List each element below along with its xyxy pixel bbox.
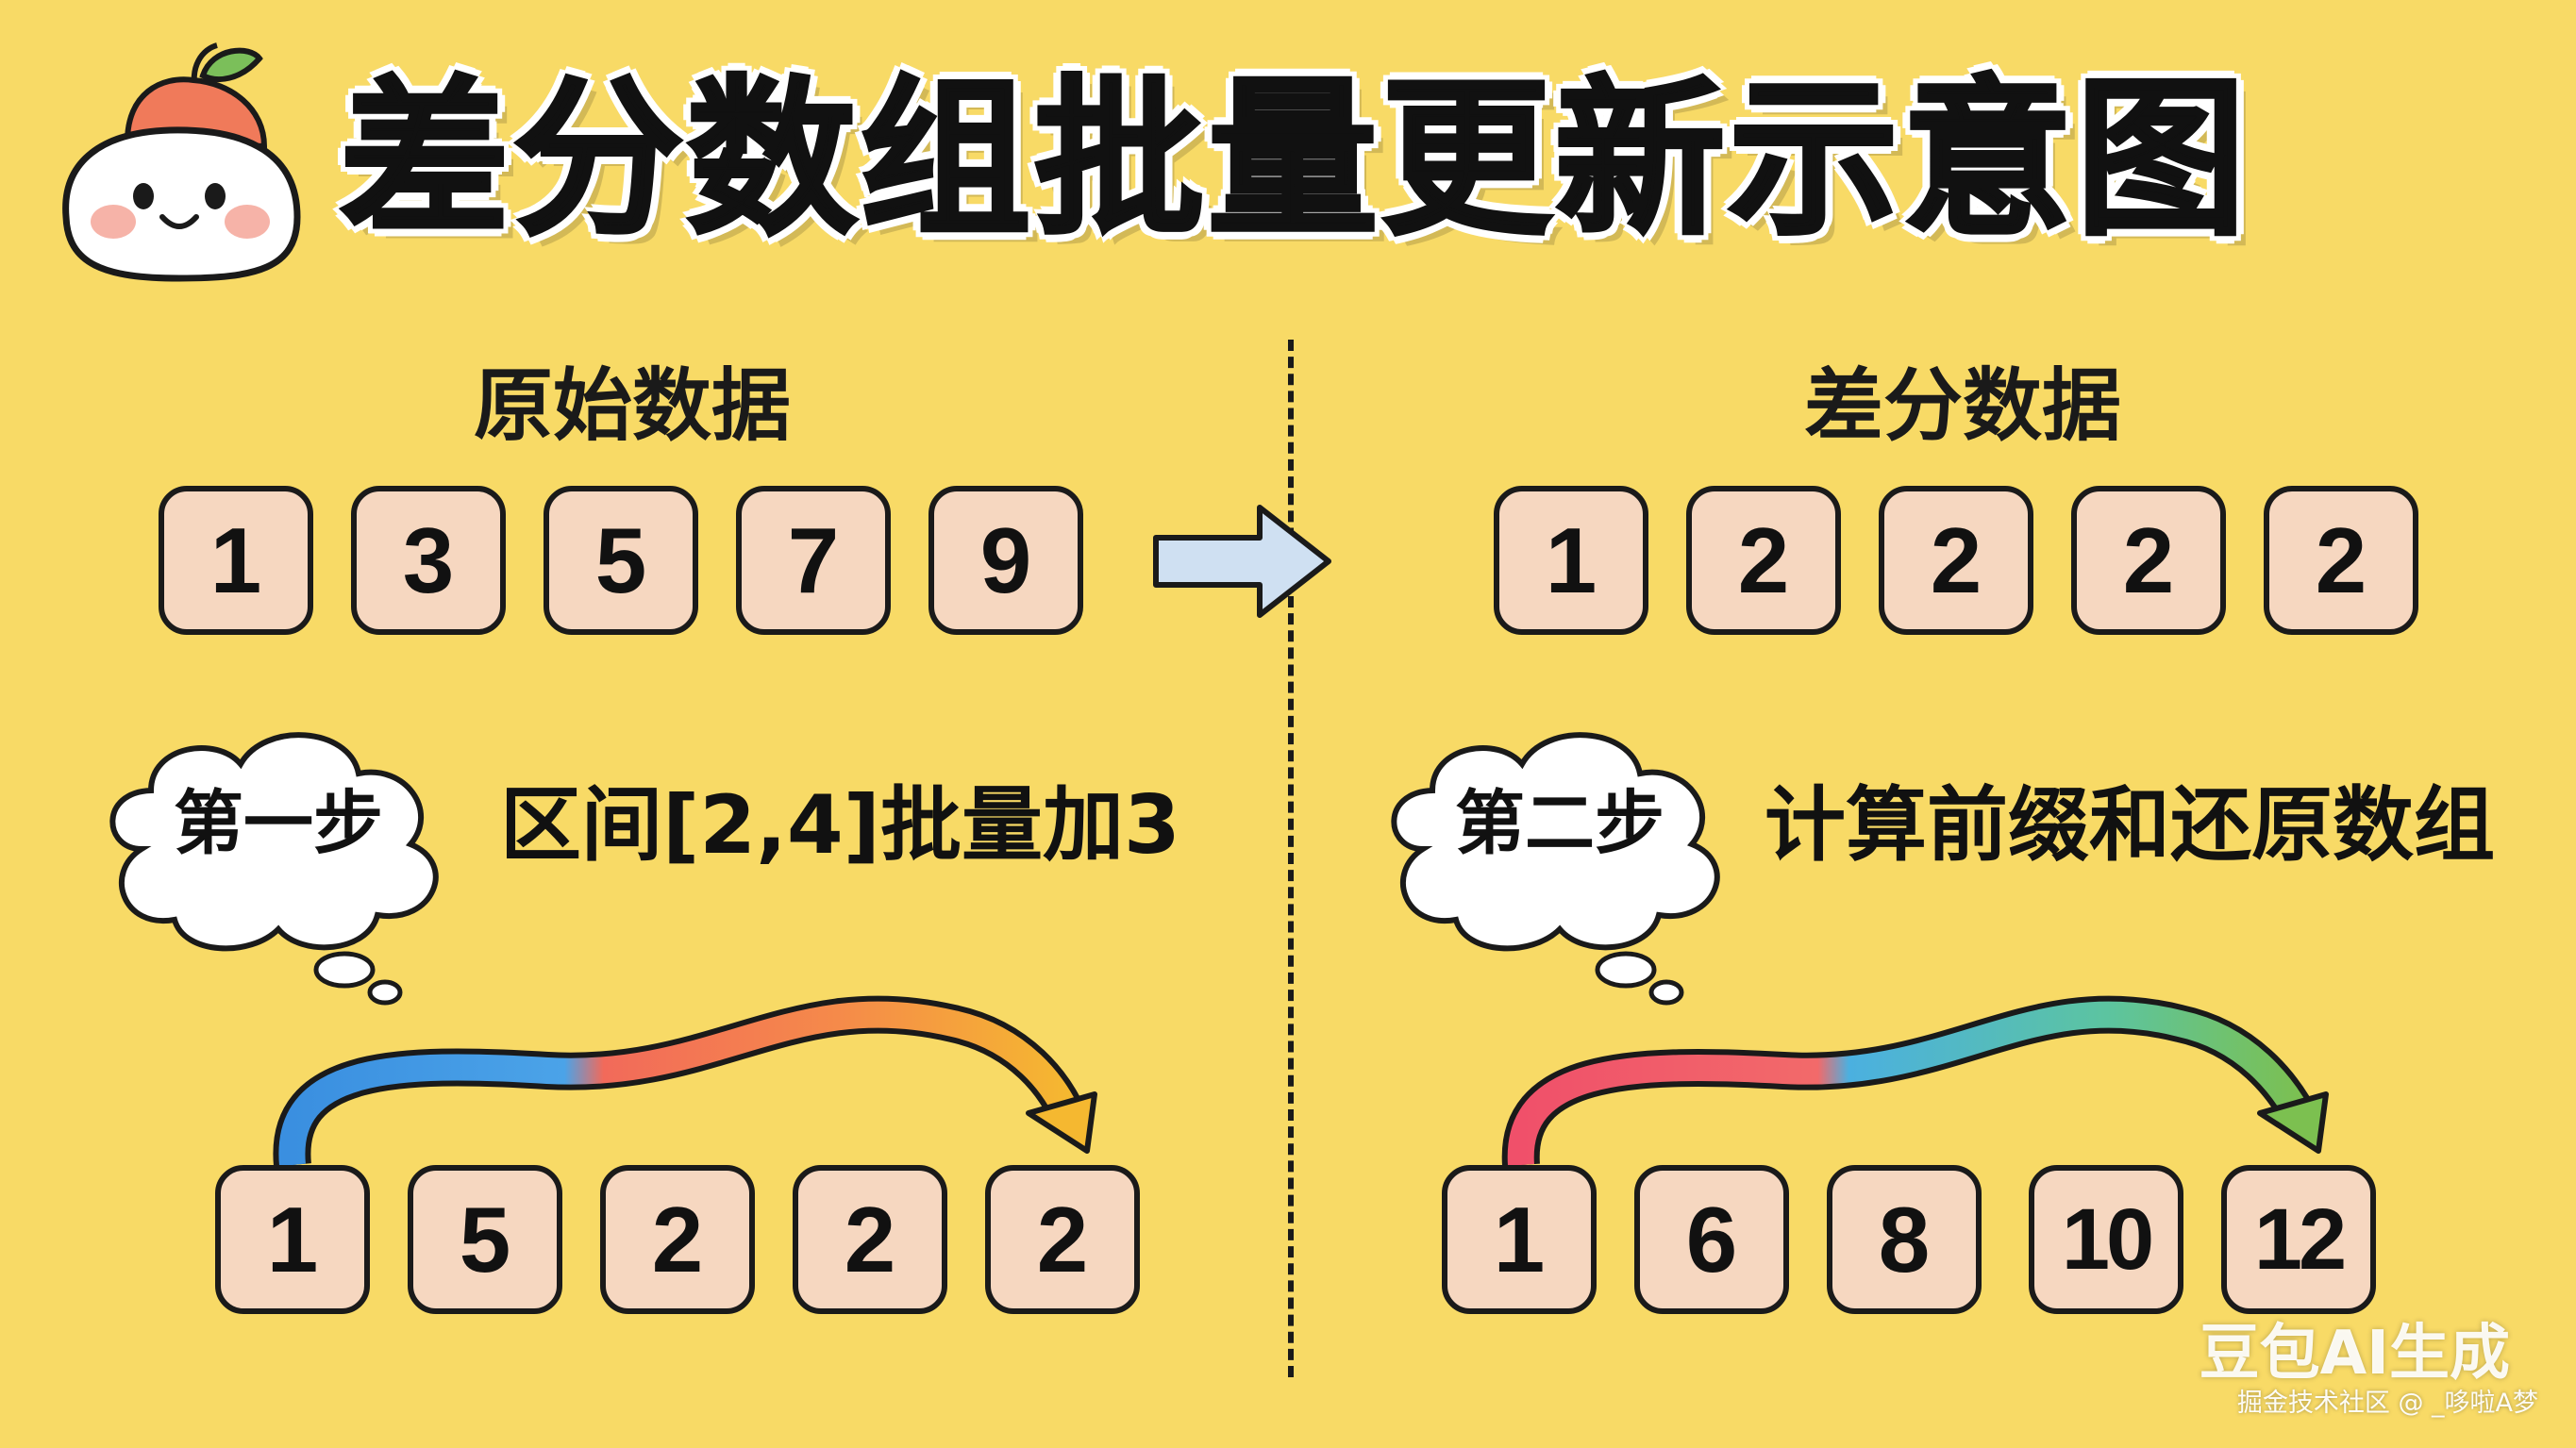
difference-cell: 2 (2071, 486, 2226, 635)
left-curved-arrow-icon (273, 995, 1097, 1167)
thought-cloud-icon (109, 732, 439, 1006)
step-one-description: 区间[2,4]批量加3 (500, 778, 1180, 873)
difference-cell: 1 (1494, 486, 1648, 635)
original-cell: 9 (928, 486, 1083, 635)
updated-difference-cell: 2 (985, 1165, 1140, 1314)
watermark-credit: 掘金技术社区 @ _哆啦A梦 (2236, 1389, 2538, 1418)
updated-difference-cell: 2 (793, 1165, 947, 1314)
convert-arrow-icon (1153, 505, 1331, 618)
difference-data-label: 差分数据 (1803, 359, 2121, 452)
difference-cell: 2 (1879, 486, 2033, 635)
page-title: 差分数组批量更新示意图 (338, 61, 2250, 258)
updated-difference-cell: 5 (408, 1165, 562, 1314)
restored-cell: 6 (1634, 1165, 1789, 1314)
step-one-badge: 第一步 (174, 783, 383, 864)
original-cell: 5 (544, 486, 698, 635)
original-data-label: 原始数据 (473, 359, 791, 452)
mascot-icon (62, 42, 301, 282)
updated-difference-cell: 1 (215, 1165, 370, 1314)
step-two-badge: 第二步 (1455, 783, 1664, 864)
original-cell: 1 (159, 486, 313, 635)
difference-cell: 2 (1686, 486, 1841, 635)
original-cell: 3 (351, 486, 506, 635)
right-curved-arrow-icon (1501, 995, 2329, 1167)
restored-cell: 10 (2029, 1165, 2183, 1314)
restored-cell: 1 (1442, 1165, 1597, 1314)
difference-cell: 2 (2264, 486, 2418, 635)
thought-cloud-icon (1391, 732, 1720, 1006)
watermark-logo: 豆包AI生成 (2199, 1319, 2510, 1389)
updated-difference-cell: 2 (600, 1165, 755, 1314)
restored-cell: 12 (2221, 1165, 2376, 1314)
original-cell: 7 (736, 486, 891, 635)
restored-cell: 8 (1827, 1165, 1982, 1314)
step-two-description: 计算前缀和还原数组 (1765, 778, 2495, 873)
section-divider (1288, 340, 1294, 1377)
